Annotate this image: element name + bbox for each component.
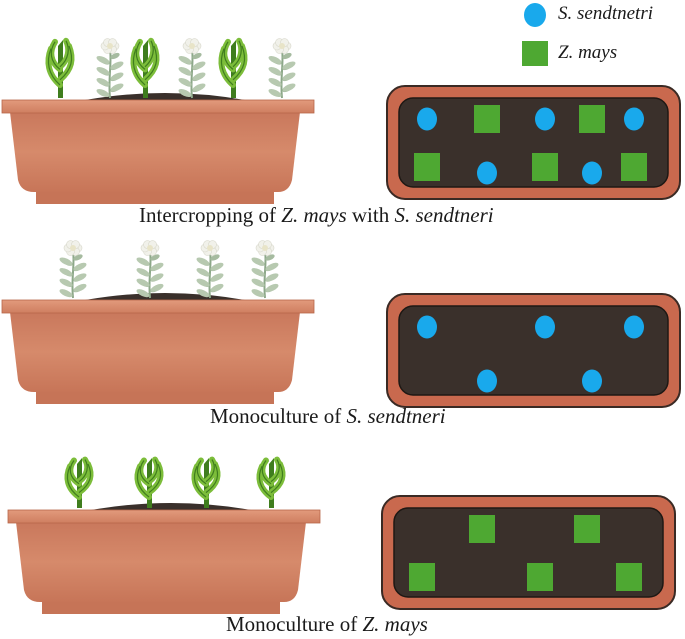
legend-square-marker — [522, 41, 548, 66]
bed-circle-marker — [535, 315, 555, 339]
pots-layer — [1, 37, 321, 614]
herb-plant — [59, 240, 87, 299]
herb-plant — [178, 38, 206, 99]
bed-soil — [398, 305, 669, 396]
pot-rim — [7, 509, 321, 524]
legend-circle-marker — [524, 3, 546, 27]
bed-circle-marker — [624, 315, 644, 339]
beds-layer — [381, 85, 681, 610]
bed-circle-marker — [477, 161, 497, 185]
bed-square-marker — [414, 153, 440, 181]
raised-bed-2 — [386, 293, 681, 408]
bed-square-marker — [469, 515, 495, 543]
pot-foot — [42, 602, 280, 614]
pot-body — [10, 112, 300, 192]
herb-plant — [268, 38, 296, 99]
pot-foot — [36, 192, 274, 204]
bed-circle-marker — [417, 107, 437, 131]
pot-foot — [36, 392, 274, 404]
bed-circle-marker — [582, 161, 602, 185]
pot-soil — [85, 93, 245, 100]
herb-plant — [196, 240, 224, 299]
pot-body — [10, 312, 300, 392]
bed-circle-marker — [417, 315, 437, 339]
raised-bed-3 — [381, 495, 676, 610]
maize-plant — [64, 456, 94, 508]
pot-soil — [85, 293, 245, 300]
raised-bed-1 — [386, 85, 681, 200]
pot-soil — [91, 503, 251, 510]
bed-square-marker — [527, 563, 553, 591]
herb-plant — [251, 240, 279, 299]
bed-circle-marker — [624, 107, 644, 131]
flower-pot-1 — [1, 37, 315, 204]
bed-square-marker — [474, 105, 500, 133]
herb-plant — [96, 38, 124, 99]
maize-plant — [191, 456, 221, 508]
bed-circle-marker — [582, 369, 602, 393]
pot-body — [16, 522, 306, 602]
bed-square-marker — [621, 153, 647, 181]
pot-rim — [1, 99, 315, 114]
caption-monoculture-sendtneri: Monoculture of S. sendtneri — [210, 404, 446, 428]
bed-square-marker — [532, 153, 558, 181]
legend — [522, 3, 548, 66]
legend-circle-label: S. sendtnetri — [558, 3, 653, 24]
herb-plant — [136, 240, 164, 299]
bed-square-marker — [409, 563, 435, 591]
maize-plant — [130, 37, 160, 98]
bed-square-marker — [579, 105, 605, 133]
maize-plant — [218, 37, 248, 98]
bed-circle-marker — [535, 107, 555, 131]
maize-plant — [256, 456, 286, 508]
bed-square-marker — [616, 563, 642, 591]
legend-square-label: Z. mays — [558, 42, 618, 63]
pot-rim — [1, 299, 315, 314]
caption-intercropping: Intercropping of Z. mays with S. sendtne… — [139, 203, 494, 227]
maize-plant — [45, 37, 75, 98]
caption-monoculture-mays: Monoculture of Z. mays — [226, 612, 428, 636]
bed-circle-marker — [477, 369, 497, 393]
flower-pot-3 — [7, 456, 321, 614]
maize-plant — [134, 456, 164, 508]
bed-square-marker — [574, 515, 600, 543]
flower-pot-2 — [1, 240, 315, 404]
